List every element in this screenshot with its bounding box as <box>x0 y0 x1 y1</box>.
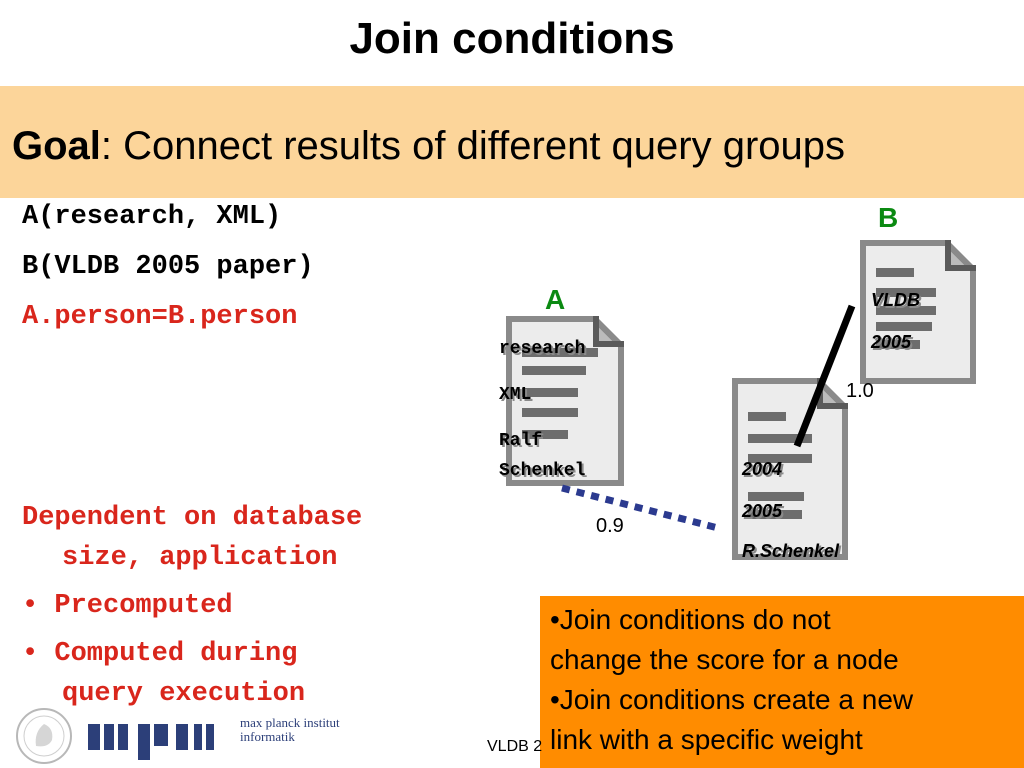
bullet-precomputed: • Precomputed <box>22 586 233 626</box>
callout-line: •Join conditions create a new <box>550 684 914 715</box>
query-b: B(VLDB 2005 paper) <box>22 252 314 282</box>
join-condition: A.person=B.person <box>22 302 298 332</box>
mpi-logo <box>14 706 354 764</box>
footer-text: VLDB 2 <box>487 738 543 755</box>
doc-a-term: Schenkel <box>499 461 586 481</box>
goal-statement: Goal: Connect results of different query… <box>12 124 845 169</box>
join-link-c-b <box>793 304 856 448</box>
dependency-note: Dependent on database size, application <box>22 498 362 578</box>
slide-title: Join conditions <box>349 14 675 63</box>
bullet-computed: • Computed during query execution <box>22 634 305 714</box>
doc-a-term: research <box>499 339 586 359</box>
callout-line: •Join conditions do not <box>550 604 831 635</box>
document-b-icon <box>860 240 976 384</box>
callout-line: change the score for a node <box>550 644 899 675</box>
goal-text: : Connect results of different query gro… <box>100 124 846 168</box>
document-a-label: A <box>545 284 566 315</box>
document-c-icon <box>732 378 848 560</box>
goal-banner <box>0 86 1024 198</box>
minerva-seal-icon <box>16 708 214 764</box>
doc-c-term: 2004 <box>742 459 783 479</box>
document-a-icon <box>506 316 624 486</box>
edge-weight-a-c: 0.9 <box>596 515 624 537</box>
bullet-text: • Precomputed <box>22 591 233 621</box>
query-a: A(research, XML) <box>22 202 282 232</box>
doc-c-term: 2005 <box>742 501 783 521</box>
dependency-line-2: size, application <box>62 543 338 573</box>
doc-b-term: 2005 <box>871 332 912 352</box>
logo-text-line-1: max planck institut <box>240 715 340 730</box>
doc-b-term: VLDB <box>871 290 920 310</box>
goal-label: Goal <box>12 124 101 168</box>
document-b-label: B <box>878 202 899 233</box>
bullet-text: • Computed during <box>22 639 298 669</box>
doc-a-term: XML <box>499 385 532 405</box>
bullet-text-continued: query execution <box>62 679 306 709</box>
dependency-line-1: Dependent on database <box>22 503 363 533</box>
edge-weight-c-b: 1.0 <box>846 380 874 402</box>
doc-c-term: R.Schenkel <box>742 541 840 561</box>
callout-line: link with a specific weight <box>550 724 863 755</box>
mpi-logo-text: max planck institut informatik <box>240 716 340 744</box>
callout-box: •Join conditions do not change the score… <box>540 596 1024 768</box>
doc-a-term: Ralf <box>499 431 543 451</box>
join-link-a-c <box>561 484 719 532</box>
logo-text-line-2: informatik <box>240 729 295 744</box>
